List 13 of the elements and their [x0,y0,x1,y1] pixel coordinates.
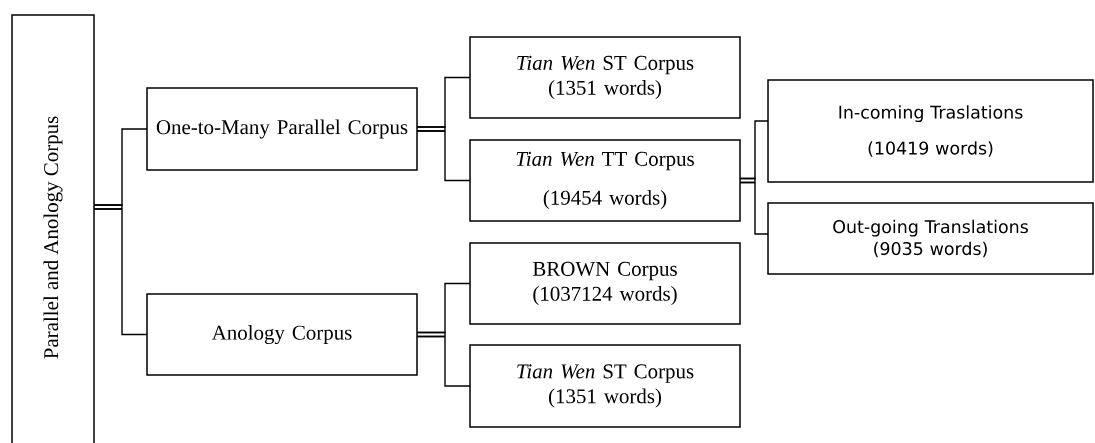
corpus-box: Tian Wen TT Corpus (19454 words) [469,139,741,222]
connector-line [739,177,769,235]
corpus-box: Anology Corpus [146,293,418,376]
connector-line [416,331,471,387]
connector-line [416,126,471,182]
corpus-box: Tian Wen ST Corpus (1351 words) [469,344,741,428]
corpus-box: In-coming Traslations (10419 words) [767,79,1094,183]
corpus-box: Tian Wen ST Corpus (1351 words) [469,36,741,119]
corpus-box: BROWN Corpus (1037124 words) [469,242,741,325]
connector-line [93,204,148,336]
corpus-box: One-to-Many Parallel Corpus [146,87,418,171]
corpus-box: Out-going Translations (9035 words) [767,202,1094,275]
corpus-box: Parallel and Anology Corpus [11,14,95,443]
